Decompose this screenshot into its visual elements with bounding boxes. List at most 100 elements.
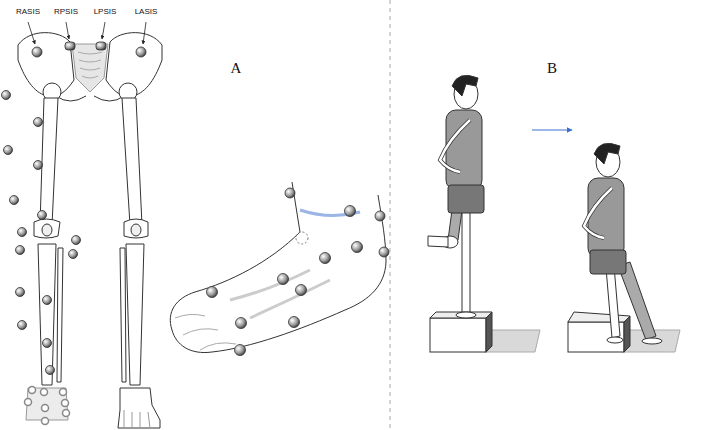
figure-one-part xyxy=(462,212,470,312)
figure-one-part xyxy=(452,75,478,96)
leg-bones-part xyxy=(42,224,52,236)
leg-bones-part xyxy=(124,410,150,428)
leg-bones-part xyxy=(38,244,56,385)
foot-detail-markers xyxy=(207,188,390,356)
figure-one xyxy=(428,75,484,318)
leg-markers-part xyxy=(34,161,43,170)
figure-two-part xyxy=(584,188,612,238)
figure-two xyxy=(584,143,662,344)
foot-detail-markers-part xyxy=(320,253,331,264)
leg-markers-part xyxy=(38,211,47,220)
landmark-label: LPSIS xyxy=(94,8,117,16)
step-box-part xyxy=(624,316,630,352)
leg-markers-part xyxy=(2,91,11,100)
leader-arrows-part xyxy=(143,22,146,44)
leg-markers-part xyxy=(16,246,25,255)
foot-detail-markers-part xyxy=(352,242,363,253)
foot-outline xyxy=(170,182,386,353)
leg-bones-part xyxy=(124,219,148,238)
figure-one-part xyxy=(456,312,476,318)
landmark-label: RASIS xyxy=(16,8,40,16)
foot-detail-markers-part xyxy=(345,206,356,217)
figure-one-part xyxy=(446,110,482,190)
figure-two-part xyxy=(590,250,626,274)
leg-bones-part xyxy=(34,219,60,238)
foot-detail-markers-part xyxy=(289,317,300,328)
pelvis-markers-part xyxy=(96,42,106,50)
foot-markers xyxy=(25,387,70,425)
step-box-part xyxy=(486,312,492,352)
step-box-part xyxy=(430,312,492,318)
figure-two-part xyxy=(607,337,623,343)
pelvis-markers-part xyxy=(65,42,75,50)
panel-label: A xyxy=(231,61,242,76)
foot-markers-part xyxy=(63,410,70,417)
figure-two-part xyxy=(588,178,624,258)
leg-bones-part xyxy=(40,98,58,225)
foot-markers-part xyxy=(42,418,49,425)
panel-label: B xyxy=(547,61,557,76)
leg-markers-part xyxy=(18,321,27,330)
figure-one-part xyxy=(440,120,470,172)
pelvis-part xyxy=(72,44,108,92)
leg-bones-part xyxy=(126,244,144,385)
leg-bones-part xyxy=(131,224,141,236)
pelvis-markers xyxy=(32,42,146,57)
foot-outline-part xyxy=(296,232,308,244)
figure-one-part xyxy=(448,185,484,213)
leg-markers-part xyxy=(46,366,55,375)
foot-detail-markers-part xyxy=(207,287,218,298)
leader-arrows-part xyxy=(66,22,69,39)
foot-markers-part xyxy=(41,389,48,396)
pelvis-markers-part xyxy=(136,47,146,57)
step-box-part xyxy=(430,318,486,352)
pelvis-part xyxy=(78,52,102,78)
foot-markers-part xyxy=(29,387,36,394)
foot-markers-part xyxy=(60,389,67,396)
leg-bones xyxy=(26,83,160,428)
leg-markers-part xyxy=(69,250,78,259)
leg-bones-part xyxy=(118,388,160,428)
pelvis xyxy=(18,33,162,101)
landmark-label: LASIS xyxy=(135,8,158,16)
leg-markers-part xyxy=(16,288,25,297)
figure-two-part xyxy=(594,143,620,164)
leg-bones-part xyxy=(122,98,142,225)
leg-bones-part xyxy=(57,248,63,382)
foot-detail-markers-part xyxy=(278,274,289,285)
pelvis-part xyxy=(56,96,124,101)
foot-outline-part xyxy=(230,270,330,318)
leg-bones-part xyxy=(120,248,126,382)
foot-detail-markers-part xyxy=(375,211,385,221)
sequence-arrow xyxy=(532,130,572,131)
figure-one-part xyxy=(428,236,448,247)
leader-arrows-part xyxy=(102,22,105,39)
leader-arrows-part xyxy=(28,22,35,44)
leg-markers xyxy=(2,91,81,375)
foot-detail-markers-part xyxy=(379,247,389,257)
foot-detail-markers-part xyxy=(235,345,246,356)
foot-detail-markers-part xyxy=(285,188,295,198)
foot-markers-part xyxy=(42,405,49,412)
leg-markers-part xyxy=(43,339,52,348)
foot-detail-markers-part xyxy=(236,318,247,329)
leg-markers-part xyxy=(18,228,27,237)
divider xyxy=(390,0,391,430)
leg-markers-part xyxy=(4,146,13,155)
figure-two-part xyxy=(642,338,662,344)
foot-detail-markers-part xyxy=(296,285,307,296)
leader-arrows xyxy=(28,22,146,44)
leg-markers-part xyxy=(43,296,52,305)
foot-markers-part xyxy=(62,400,69,407)
foot-markers-part xyxy=(25,399,32,406)
leg-markers-part xyxy=(34,118,43,127)
leg-markers-part xyxy=(72,236,81,245)
figure-two-part xyxy=(584,188,612,238)
foot-outline-part xyxy=(170,182,386,353)
pelvis-markers-part xyxy=(32,47,42,57)
leg-markers-part xyxy=(10,196,19,205)
figure-one-part xyxy=(440,120,470,172)
foot-outline-part xyxy=(175,314,236,350)
